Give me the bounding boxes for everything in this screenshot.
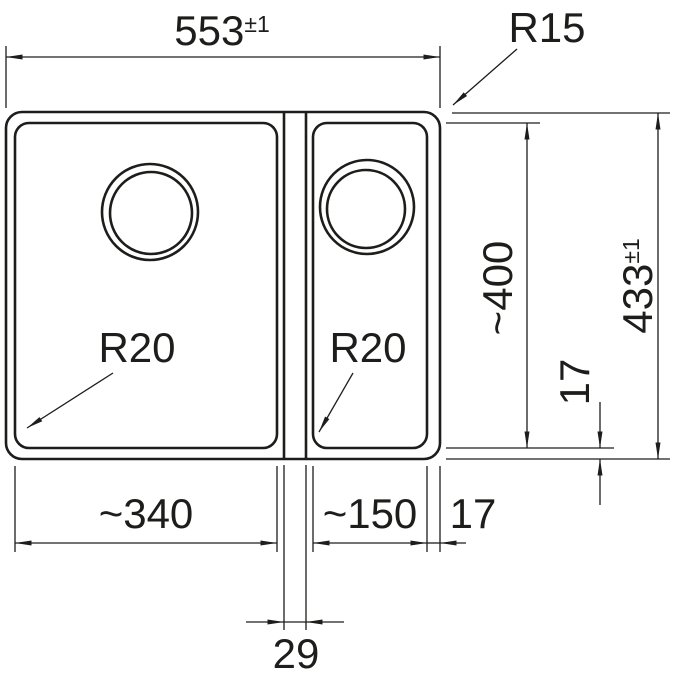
label-overall-width: 553±1 — [174, 7, 270, 54]
leader-right-bowl-radius — [318, 372, 354, 433]
left-bowl — [13, 121, 279, 450]
label-right-bowl-width: ~150 — [323, 490, 418, 537]
leader-lines — [26, 48, 518, 433]
label-right-rim: 17 — [450, 490, 497, 537]
label-left-bowl-width: ~340 — [99, 490, 194, 537]
label-bowl-length: ~400 — [474, 241, 521, 336]
label-left-bowl-radius: R20 — [98, 324, 175, 371]
sink-outer-edge — [4, 110, 442, 461]
label-corner-radius: R15 — [508, 4, 585, 51]
extension-lines — [5, 46, 670, 630]
leader-corner-radius — [452, 48, 518, 106]
label-overall-depth: 433±1 — [614, 238, 661, 334]
dimension-lines — [6, 54, 661, 625]
left-drain-outer — [100, 162, 200, 262]
leader-left-bowl-radius — [26, 372, 114, 429]
right-drain-outer — [318, 158, 416, 256]
sink-outline-group — [4, 110, 442, 461]
left-drain-inner — [108, 170, 194, 256]
right-drain-inner — [325, 168, 407, 250]
label-right-bowl-radius: R20 — [329, 324, 406, 371]
label-bottom-rim: 17 — [551, 359, 598, 406]
right-bowl — [311, 121, 429, 450]
label-divider-width: 29 — [273, 630, 320, 677]
